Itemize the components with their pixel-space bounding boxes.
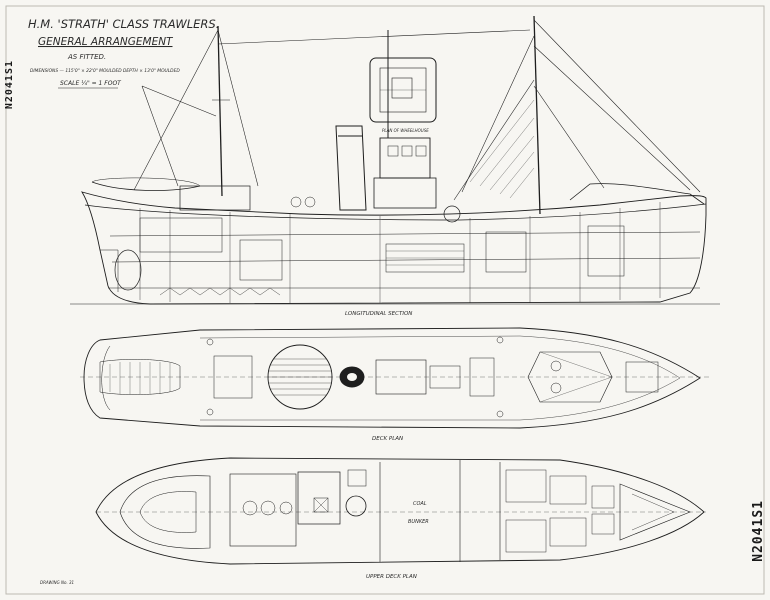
upper-deck-hull bbox=[95, 457, 705, 565]
title-line1: H.M. 'STRATH' CLASS TRAWLERS. bbox=[28, 17, 219, 31]
boiler bbox=[345, 495, 367, 517]
wheelhouse bbox=[379, 137, 431, 179]
deck-plan-hull bbox=[83, 327, 701, 429]
label-drawing-no: DRAWING No. 31 bbox=[40, 580, 74, 585]
stamp-right: N2041S1 bbox=[751, 500, 766, 562]
upper-deck-plan bbox=[95, 457, 706, 565]
title-scale: SCALE ¼" = 1 FOOT bbox=[60, 80, 122, 87]
label-upper-deck-plan: UPPER DECK PLAN bbox=[366, 574, 417, 580]
lifeboat bbox=[91, 181, 201, 191]
hull-profile bbox=[81, 191, 707, 305]
fore-mast bbox=[533, 15, 541, 215]
label-longitudinal: LONGITUDINAL SECTION bbox=[345, 311, 412, 317]
label-wheelhouse-plan: PLAN OF WHEELHOUSE bbox=[382, 128, 429, 133]
label-bunker: BUNKER bbox=[408, 519, 429, 525]
title-line2: GENERAL ARRANGEMENT bbox=[38, 36, 174, 48]
title-dimensions: DIMENSIONS — 115'0" × 22'0" MOULDED DEPT… bbox=[30, 68, 180, 74]
title-block: H.M. 'STRATH' CLASS TRAWLERS. GENERAL AR… bbox=[28, 17, 219, 89]
wheelhouse-plan-inset bbox=[369, 57, 437, 123]
label-deck-plan: DECK PLAN bbox=[372, 436, 403, 442]
longitudinal-section bbox=[70, 15, 720, 305]
label-coal: COAL bbox=[413, 501, 427, 507]
stamp-left: N2041S1 bbox=[4, 60, 15, 110]
title-line3: AS FITTED. bbox=[67, 53, 106, 61]
sheet-border bbox=[5, 5, 765, 595]
deck-plan bbox=[80, 327, 710, 429]
mizzen-mast bbox=[217, 25, 223, 197]
funnel bbox=[335, 125, 367, 211]
